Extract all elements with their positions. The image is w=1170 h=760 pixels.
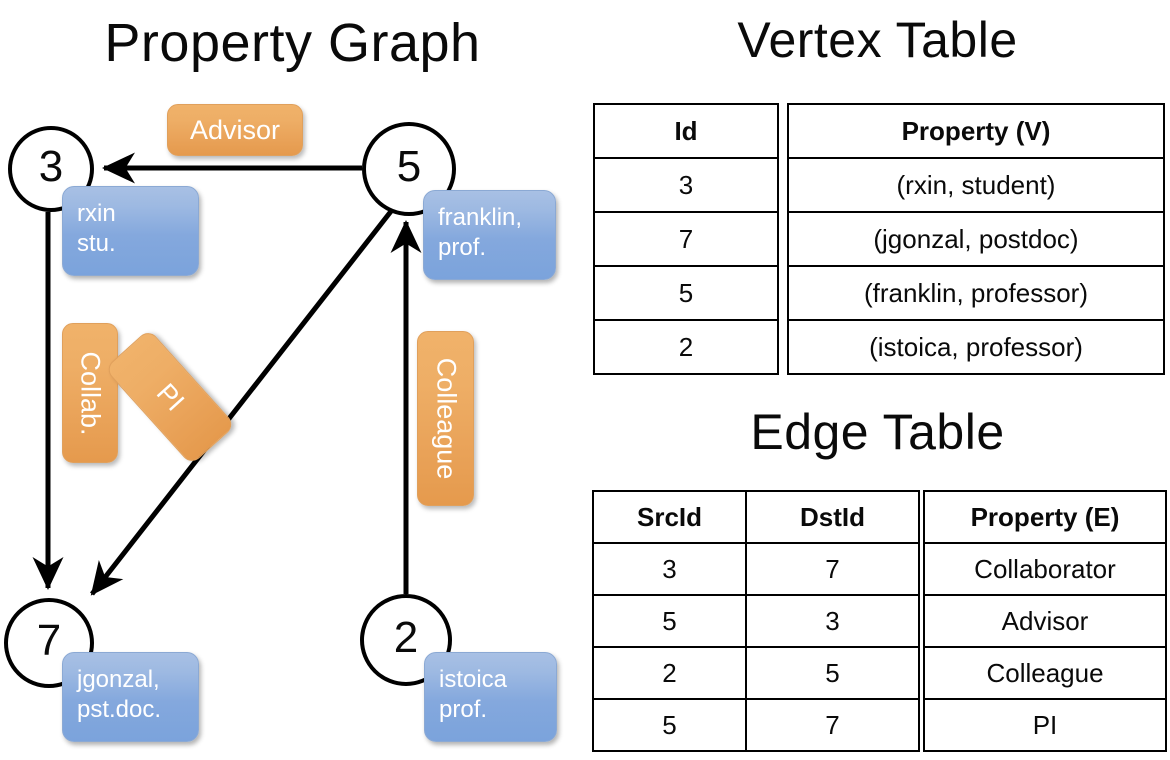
edge-table-cell-dstid: 7 bbox=[745, 542, 920, 596]
edge-table-header-property: Property (E) bbox=[923, 490, 1167, 544]
graph-node-3-label: 3 bbox=[38, 142, 64, 191]
table-row[interactable]: 2 5 bbox=[592, 646, 920, 700]
vertex-table-id-column: Id 3 7 5 2 bbox=[593, 103, 779, 375]
vertex-table-property-column: Property (V) (rxin, student) (jgonzal, p… bbox=[787, 103, 1165, 375]
table-row[interactable]: Colleague bbox=[923, 646, 1167, 700]
vertex-table-header-id: Id bbox=[593, 103, 779, 159]
vertex-property-callout-2-line2: prof. bbox=[439, 696, 488, 723]
table-row[interactable]: (jgonzal, postdoc) bbox=[787, 211, 1165, 267]
edge-property-callout-colleague[interactable]: Colleague bbox=[417, 331, 474, 506]
vertex-table-cell-property: (istoica, professor) bbox=[787, 319, 1165, 375]
edge-table-header-srcid: SrcId bbox=[592, 490, 747, 544]
vertex-table-cell-property: (jgonzal, postdoc) bbox=[787, 211, 1165, 267]
graph-node-5-label: 5 bbox=[396, 142, 422, 191]
graph-edge-5-to-7 bbox=[90, 208, 394, 596]
table-row[interactable]: (franklin, professor) bbox=[787, 265, 1165, 321]
vertex-property-callout-5[interactable]: franklin, prof. bbox=[423, 190, 556, 280]
edge-property-callout-advisor[interactable]: Advisor bbox=[167, 104, 303, 156]
table-row[interactable]: PI bbox=[923, 698, 1167, 752]
table-row[interactable]: Advisor bbox=[923, 594, 1167, 648]
vertex-table-cell-property: (franklin, professor) bbox=[787, 265, 1165, 321]
edge-table-cell-dstid: 7 bbox=[745, 698, 920, 752]
page-title-edge-table: Edge Table bbox=[750, 404, 1005, 460]
property-graph-diagram: 3 5 7 2 rxin stu. franklin, prof. jgonza… bbox=[4, 104, 557, 742]
vertex-property-callout-3-line1: rxin bbox=[77, 200, 116, 227]
table-row[interactable]: 7 bbox=[593, 211, 779, 267]
edge-table-cell-dstid: 5 bbox=[745, 646, 920, 700]
edge-table-cell-srcid: 2 bbox=[592, 646, 747, 700]
graph-node-7-label: 7 bbox=[36, 616, 62, 665]
graph-node-2-label: 2 bbox=[393, 613, 419, 662]
vertex-property-callout-2[interactable]: istoica prof. bbox=[424, 652, 557, 742]
table-row[interactable]: 2 bbox=[593, 319, 779, 375]
edge-property-callout-pi-label: PI bbox=[150, 377, 191, 417]
graph-node-2[interactable]: 2 bbox=[360, 594, 452, 686]
vertex-property-callout-7-line2: pst.doc. bbox=[77, 696, 162, 723]
vertex-table-cell-id: 3 bbox=[593, 157, 779, 213]
table-row[interactable]: 3 bbox=[593, 157, 779, 213]
vertex-property-callout-5-line2: prof. bbox=[438, 234, 487, 261]
vertex-table-cell-property: (rxin, student) bbox=[787, 157, 1165, 213]
table-row[interactable]: (istoica, professor) bbox=[787, 319, 1165, 375]
edge-property-callout-colleague-label: Colleague bbox=[431, 357, 461, 480]
table-header-row: SrcId DstId bbox=[592, 490, 920, 544]
table-row[interactable]: 5 bbox=[593, 265, 779, 321]
edge-property-callout-collab[interactable]: Collab. bbox=[62, 323, 118, 463]
edge-table-cell-property: Collaborator bbox=[923, 542, 1167, 596]
edge-table-property-column: Property (E) Collaborator Advisor Collea… bbox=[923, 490, 1167, 752]
edge-table-cell-property: PI bbox=[923, 698, 1167, 752]
edge-table-id-columns: SrcId DstId 3 7 5 3 2 5 5 7 bbox=[592, 490, 920, 752]
vertex-table-header-property: Property (V) bbox=[787, 103, 1165, 159]
vertex-property-callout-3[interactable]: rxin stu. bbox=[62, 186, 199, 276]
vertex-property-callout-7-line1: jgonzal, bbox=[77, 666, 160, 693]
table-header-row: Id bbox=[593, 103, 779, 159]
edge-table-cell-dstid: 3 bbox=[745, 594, 920, 648]
table-row[interactable]: (rxin, student) bbox=[787, 157, 1165, 213]
table-row[interactable]: 5 7 bbox=[592, 698, 920, 752]
table-row[interactable]: 5 3 bbox=[592, 594, 920, 648]
edge-table-cell-property: Advisor bbox=[923, 594, 1167, 648]
edge-table-cell-srcid: 5 bbox=[592, 594, 747, 648]
vertex-property-callout-2-line1: istoica bbox=[439, 666, 508, 693]
vertex-table-cell-id: 5 bbox=[593, 265, 779, 321]
edge-table-cell-srcid: 3 bbox=[592, 542, 747, 596]
graph-node-5[interactable]: 5 bbox=[362, 122, 456, 216]
vertex-table-cell-id: 2 bbox=[593, 319, 779, 375]
table-row[interactable]: 3 7 bbox=[592, 542, 920, 596]
page-title-property-graph: Property Graph bbox=[104, 13, 481, 73]
edge-table-header-dstid: DstId bbox=[745, 490, 920, 544]
graph-edge-lines bbox=[32, 152, 422, 596]
edge-table-cell-property: Colleague bbox=[923, 646, 1167, 700]
edge-property-callout-collab-label: Collab. bbox=[75, 350, 106, 436]
vertex-property-callout-5-line1: franklin, bbox=[438, 204, 523, 231]
edge-table-cell-srcid: 5 bbox=[592, 698, 747, 752]
vertex-property-callout-3-line2: stu. bbox=[77, 230, 116, 257]
edge-property-callout-advisor-label: Advisor bbox=[189, 114, 281, 145]
table-header-row: Property (V) bbox=[787, 103, 1165, 159]
vertex-table-cell-id: 7 bbox=[593, 211, 779, 267]
table-header-row: Property (E) bbox=[923, 490, 1167, 544]
vertex-property-callout-7[interactable]: jgonzal, pst.doc. bbox=[62, 652, 199, 742]
table-row[interactable]: Collaborator bbox=[923, 542, 1167, 596]
page-title-vertex-table: Vertex Table bbox=[737, 12, 1018, 68]
